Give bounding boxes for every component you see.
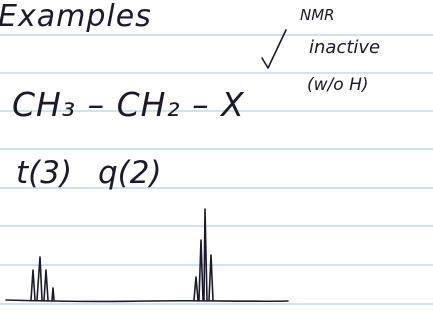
quartet-peak-2 xyxy=(198,239,204,301)
structural-formula: CH₃ – CH₂ – X xyxy=(12,85,245,124)
check-mark-icon xyxy=(261,29,287,69)
quartet-peak-4 xyxy=(208,254,214,301)
spectrum-baseline xyxy=(5,299,289,303)
triplet-tick xyxy=(51,287,55,301)
triplet-peak-2 xyxy=(36,256,43,301)
multiplicity-triplet: t(3) xyxy=(16,155,73,191)
triplet-peak-1 xyxy=(30,269,36,301)
nmr-spectrum xyxy=(5,208,289,303)
annotation-without-h: (w/o H) xyxy=(307,75,369,95)
quartet-peak-1 xyxy=(193,276,199,301)
quartet-peak-3 xyxy=(203,208,208,301)
triplet-peak-3 xyxy=(43,269,49,301)
multiplicity-quartet: q(2) xyxy=(98,155,162,191)
page-title: Examples xyxy=(0,0,152,34)
annotation-inactive: inactive xyxy=(309,37,381,58)
annotation-nmr: NMR xyxy=(300,6,335,24)
